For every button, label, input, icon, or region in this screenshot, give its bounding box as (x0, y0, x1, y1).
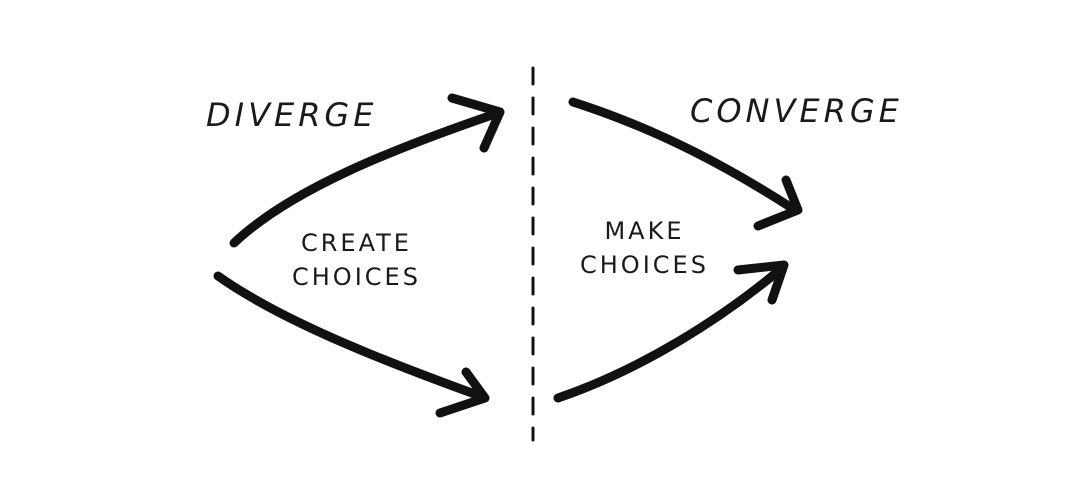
create-choices-caption: Create Choices (292, 226, 421, 294)
converge-title: Converge (690, 92, 903, 130)
diverge-upper-arrow (229, 109, 500, 248)
converge-lower-arrowhead (733, 260, 789, 305)
converge-upper-arrow (568, 97, 800, 215)
diverge-lower-arrow (213, 271, 488, 402)
make-choices-caption: Make Choices (580, 214, 709, 282)
converge-lower-arrow (553, 263, 787, 403)
make-caption-line-1: Make (604, 217, 685, 245)
diverge-upper-arrowhead (447, 93, 505, 153)
diverge-lower-arrowhead (435, 367, 490, 418)
create-caption-line-2: Choices (292, 263, 421, 291)
make-caption-line-2: Choices (580, 251, 709, 279)
converge-upper-arrowhead (753, 175, 803, 231)
create-caption-line-1: Create (300, 229, 412, 257)
diverge-title: Diverge (206, 96, 378, 134)
